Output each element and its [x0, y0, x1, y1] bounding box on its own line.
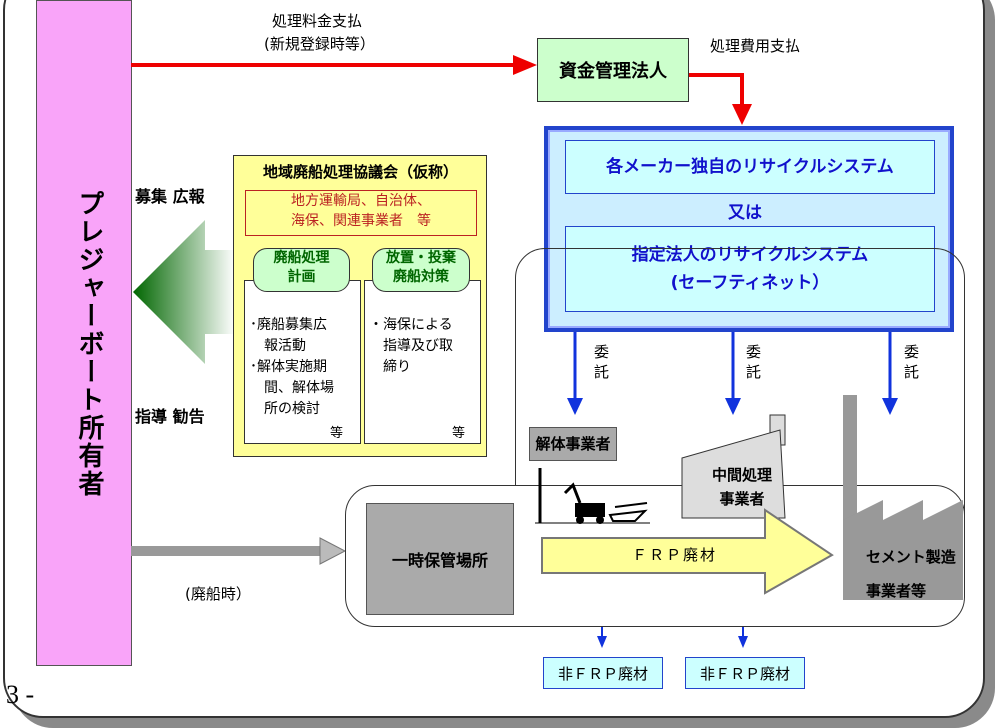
- consign-label-2: 委託: [746, 343, 762, 381]
- owner-column: [36, 0, 132, 666]
- page-number: 3 -: [6, 680, 35, 709]
- excavator-icon: [535, 468, 650, 524]
- plan-list: [244, 280, 361, 444]
- measure-list: [364, 280, 481, 444]
- plan-title: 廃船処理計画: [253, 248, 350, 292]
- designated-system-box: 指定法人のリサイクルシステム (セーフティネット）: [565, 226, 935, 312]
- non-frp-box-1: 非ＦＲＰ廃材: [543, 657, 663, 689]
- frp-material-label: ＦＲＰ廃材: [632, 546, 718, 564]
- measure-items: ・海保による 指導及び取 締り: [369, 317, 453, 375]
- scrap-time-label: (廃船時）: [185, 585, 251, 603]
- payment-label-line1: 処理料金支払: [272, 12, 363, 30]
- consign-label-3: 委託: [904, 343, 920, 381]
- measure-etc: 等: [452, 426, 466, 441]
- payment-arrow: [131, 55, 537, 75]
- storage-box: 一時保管場所: [366, 503, 514, 615]
- intermediate-label: 中間処理事業者: [712, 466, 773, 508]
- or-label: 又は: [728, 203, 762, 223]
- cost-arrow: [688, 73, 752, 125]
- green-arrow: [133, 220, 235, 364]
- non-frp-box-2: 非ＦＲＰ廃材: [685, 657, 805, 689]
- dismantler-box: 解体事業者: [529, 427, 617, 461]
- consign-arrow-1: [567, 328, 583, 415]
- plan-items: ･廃船募集広 報活動･解体実施期 間、解体場 所の検討: [250, 317, 334, 417]
- council-members: 地方運輸局、自治体、海保、関連事業者 等: [245, 190, 477, 236]
- recruit-label: 募集 広報: [135, 187, 205, 206]
- guide-label: 指導 勧告: [135, 407, 205, 426]
- cost-payment-label: 処理費用支払: [710, 37, 801, 55]
- grey-arrow: [131, 537, 347, 565]
- council-title: 地域廃船処理協議会（仮称）: [263, 163, 459, 181]
- intermediate-building: [681, 414, 786, 519]
- designated-line2: (セーフティネット）: [670, 273, 830, 293]
- cement-factory: [843, 395, 963, 600]
- measure-title: 放置・投棄廃船対策: [372, 248, 470, 292]
- consign-arrow-3: [882, 328, 898, 415]
- owner-label: プレジャーボート所有者: [74, 190, 104, 498]
- consign-arrow-2: [725, 328, 741, 415]
- consign-label-1: 委託: [594, 343, 610, 381]
- designated-line1: 指定法人のリサイクルシステム: [631, 245, 869, 265]
- maker-system-box: 各メーカー独自のリサイクルシステム: [565, 140, 935, 194]
- plan-etc: 等: [330, 426, 344, 441]
- payment-label-line2: (新規登録時等）: [264, 35, 375, 53]
- frp-arrow: [541, 508, 834, 595]
- fund-manager-box: 資金管理法人: [537, 38, 689, 102]
- cement-label: セメント製造事業者等: [866, 548, 956, 600]
